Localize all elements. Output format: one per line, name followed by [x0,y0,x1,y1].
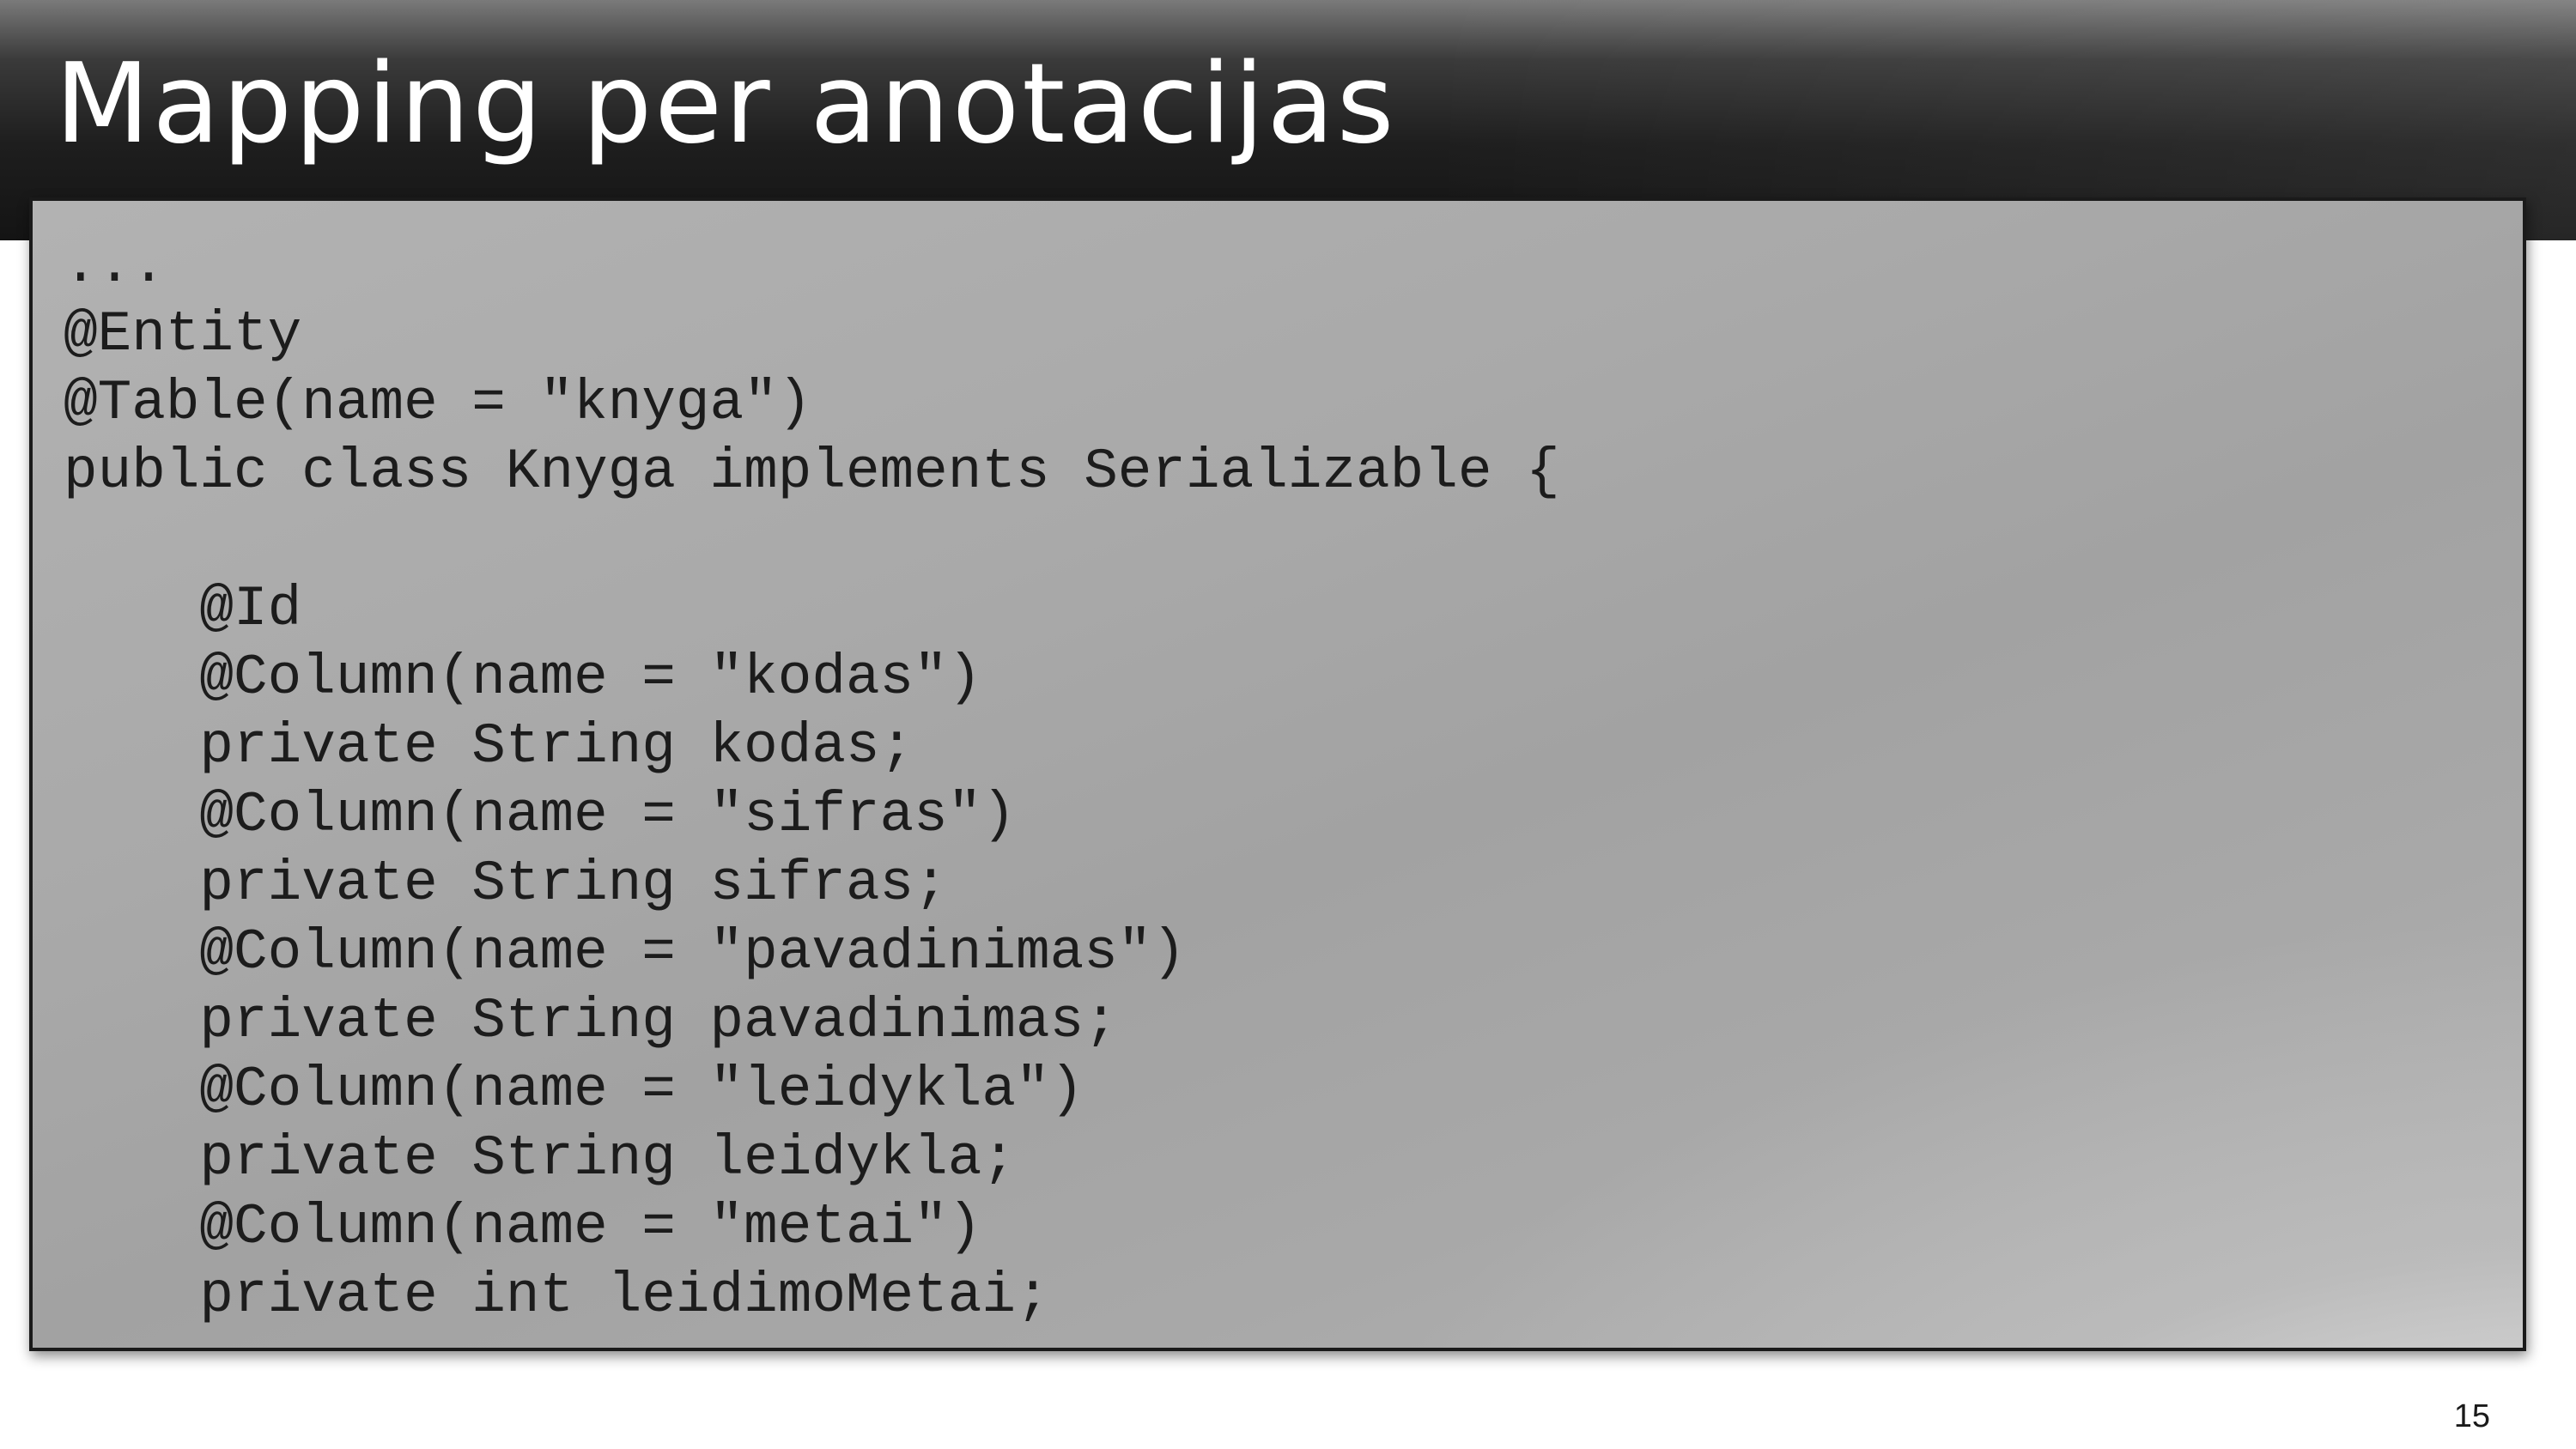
code-line [64,506,1560,575]
code-lines: ... @Entity @Table(name = "knyga") publi… [64,232,1560,1331]
code-line: ... [64,233,166,298]
code-line: @Id [64,577,302,641]
code-line: @Entity [64,302,302,367]
code-line: private String leidykla; [64,1126,1016,1191]
code-line: @Column(name = "leidykla") [64,1058,1084,1122]
code-block: ... @Entity @Table(name = "knyga") publi… [29,197,2526,1351]
code-line: @Column(name = "kodas") [64,646,982,710]
code-line: @Column(name = "pavadinimas") [64,920,1187,985]
code-line: private String pavadinimas; [64,989,1118,1053]
code-line: public class Knyga implements Serializab… [64,440,1560,504]
code-line: private int leidimoMetai; [64,1264,1050,1328]
code-line: @Table(name = "knyga") [64,371,812,435]
page-number: 15 [2453,1398,2490,1434]
code-line: private String kodas; [64,714,914,779]
code-line: private String sifras; [64,852,948,916]
slide-title: Mapping per anotacijas [55,40,1397,168]
code-line: @Column(name = "sifras") [64,783,1016,847]
code-line: @Column(name = "metai") [64,1195,982,1259]
